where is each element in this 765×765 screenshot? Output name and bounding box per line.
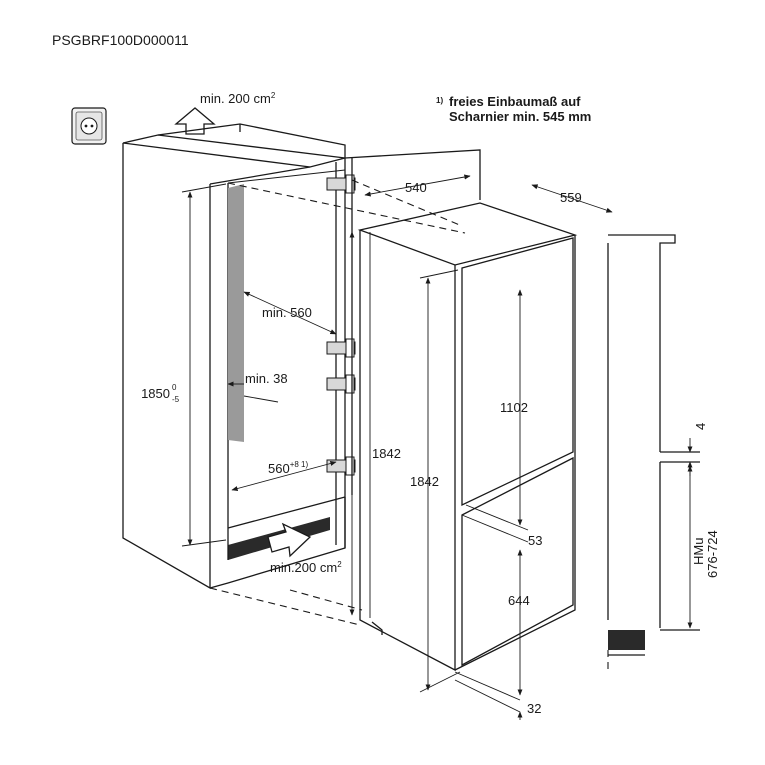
min-560-label: min. 560	[262, 305, 312, 320]
fridge-1102-label: 1102	[500, 400, 528, 415]
footnote-marker: 1)	[436, 96, 443, 105]
hinge-bottom	[326, 456, 356, 476]
hinge-middle-lower	[326, 374, 356, 394]
hmu-range-label: 676-724	[705, 530, 720, 578]
product-code: PSGBRF100D000011	[52, 32, 189, 48]
vent-top-label: min. 200 cm2	[200, 91, 276, 106]
dim-1842-right	[419, 269, 461, 693]
footnote-line-1: freies Einbaumaß auf	[449, 94, 581, 109]
hinge-top	[326, 174, 356, 194]
gap-53-label: 53	[528, 533, 542, 548]
vent-bottom-label: min.200 cm2	[270, 560, 342, 575]
hmu-label: HMu	[691, 538, 706, 565]
gap-4-label: 4	[693, 423, 708, 430]
base-32-label: 32	[527, 701, 541, 716]
tolerance-minus: -5	[172, 395, 180, 404]
tolerance-plus: 0	[172, 383, 177, 392]
footnote-line-2: Scharnier min. 545 mm	[449, 109, 591, 124]
min-38-label: min. 38	[245, 371, 288, 386]
height-1842-left-label: 1842	[372, 446, 401, 461]
dim-1850	[181, 183, 227, 547]
height-1850-label: 1850	[141, 386, 170, 401]
vent-arrow-up-icon	[174, 107, 216, 135]
depth-559-label: 559	[560, 190, 582, 205]
freezer-644-label: 644	[508, 593, 530, 608]
width-560-label: 560+8 1)	[268, 460, 308, 476]
vent-arrow-right-icon	[267, 522, 312, 558]
hinge-middle-upper	[326, 338, 356, 358]
height-1842-right-label: 1842	[410, 474, 439, 489]
depth-540-label: 540	[405, 180, 427, 195]
appliance-body	[357, 202, 578, 672]
socket-icon	[71, 107, 107, 145]
side-profile	[607, 234, 700, 670]
